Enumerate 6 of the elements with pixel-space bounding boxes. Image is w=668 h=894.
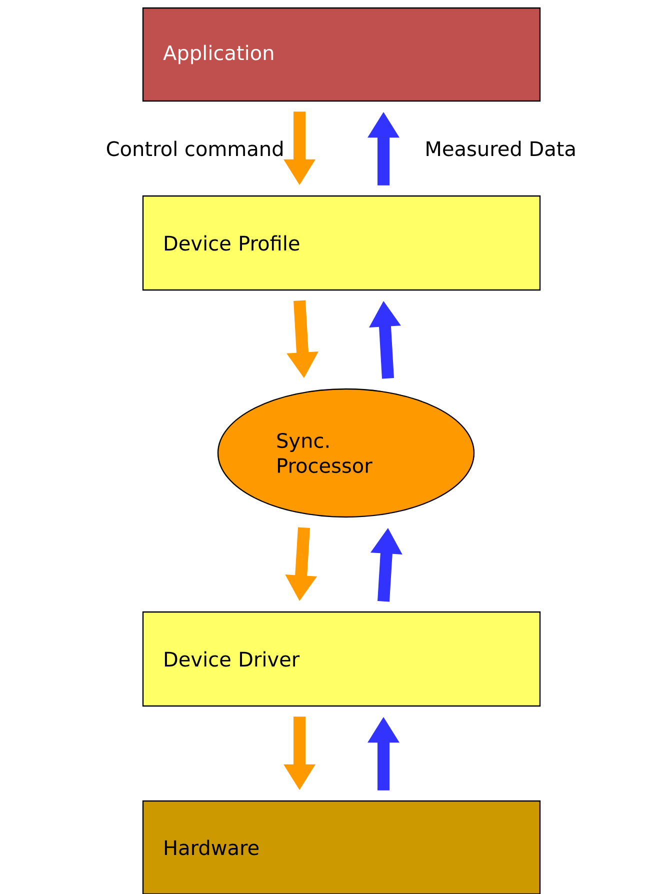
layer-box: Device Profile — [142, 195, 541, 291]
layer-box: Hardware — [142, 800, 541, 894]
edge-label: Control command — [106, 140, 282, 156]
layer-box: Device Driver — [142, 611, 541, 707]
edge-label: Measured Data — [426, 140, 575, 156]
layer-box: Application — [142, 7, 541, 102]
